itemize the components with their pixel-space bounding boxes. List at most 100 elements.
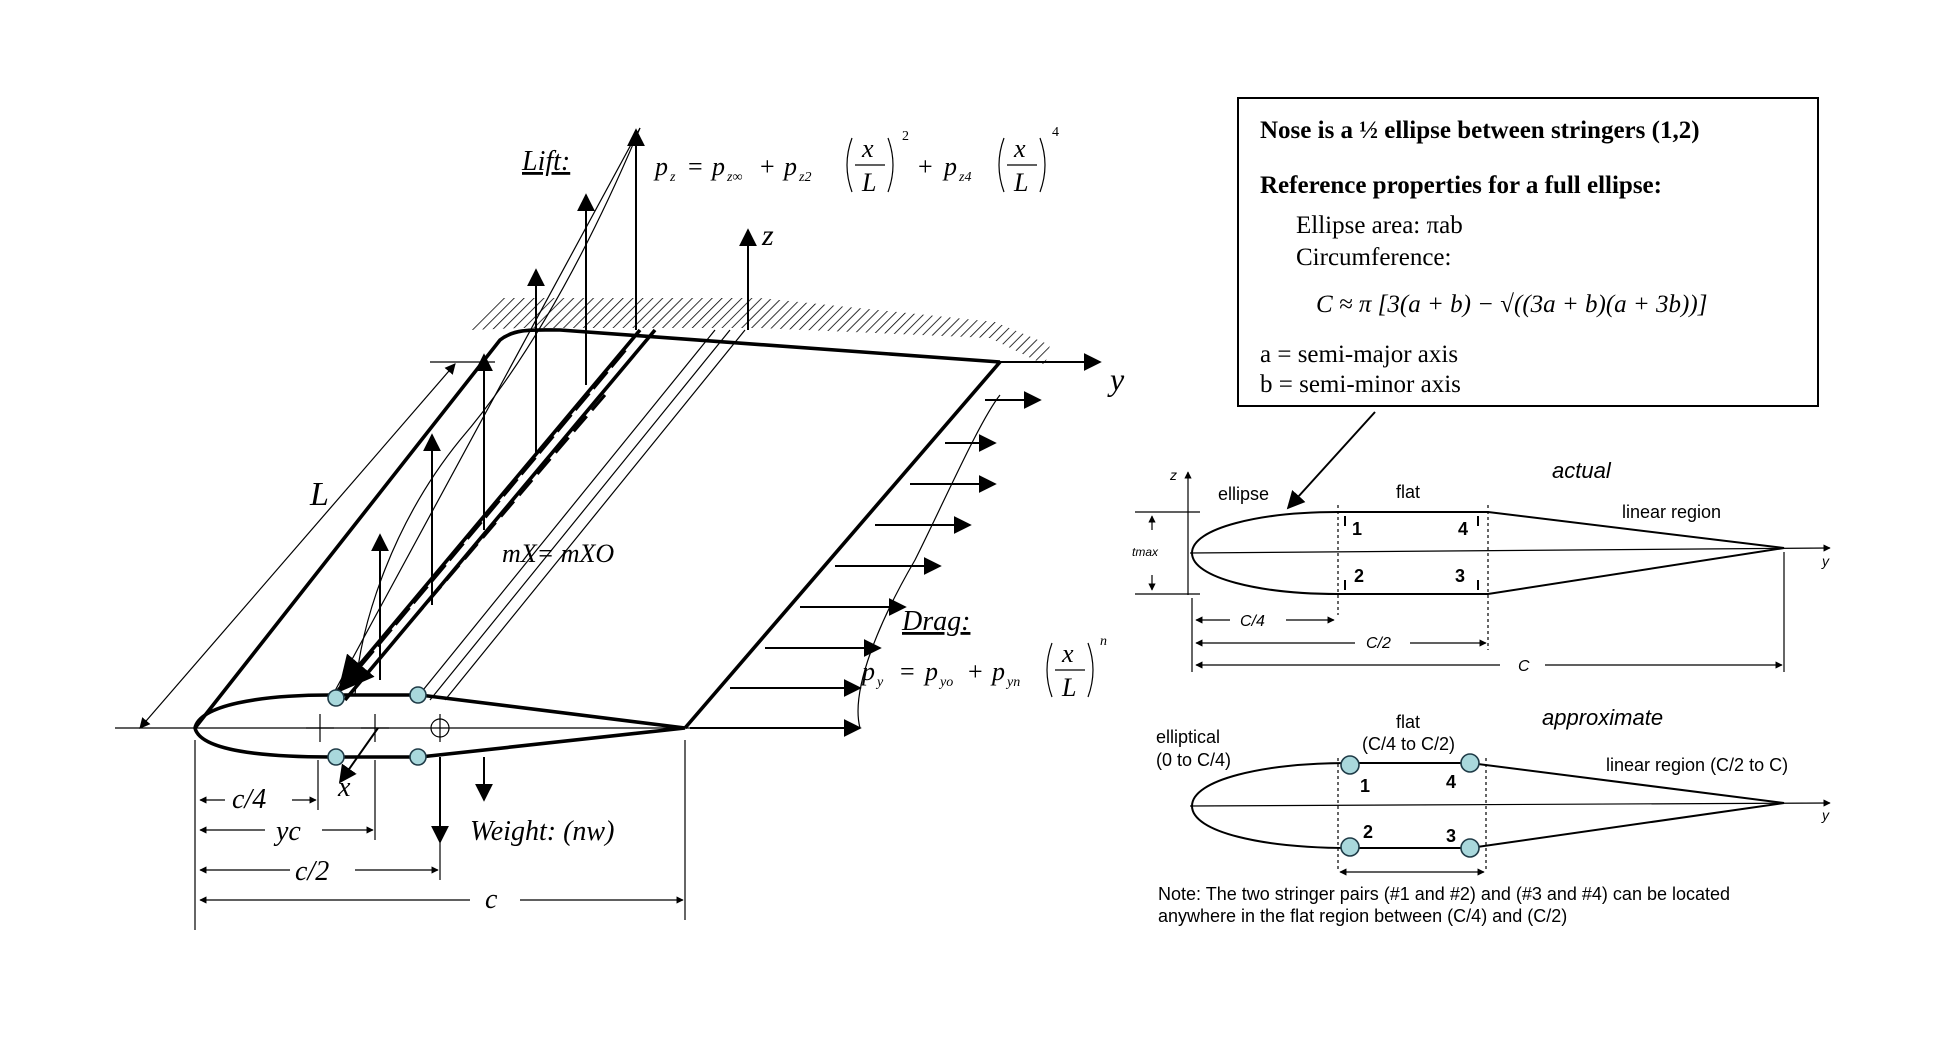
svg-text:=: = (900, 657, 915, 686)
weight-label: Weight: (nw) (470, 816, 614, 847)
info-line-4: Circumference: (1296, 244, 1451, 271)
approx-elliptical-range: (0 to C/4) (1156, 750, 1231, 770)
svg-text:4: 4 (1052, 125, 1059, 140)
pointer-arrow (1286, 411, 1376, 510)
info-formula: C ≈ π [3(a + b) − √((3a + b)(a + 3b))] (1316, 291, 1707, 318)
info-line-1: Nose is a ½ ellipse between stringers (1… (1260, 117, 1700, 144)
dim-c-label: c (485, 884, 498, 915)
info-box: Nose is a ½ ellipse between stringers (1… (1237, 97, 1819, 407)
svg-text:3: 3 (1455, 566, 1465, 586)
approx-elliptical-label: elliptical (1156, 727, 1220, 747)
actual-ellipse-label: ellipse (1218, 484, 1269, 504)
approximate-section: approximate elliptical (0 to C/4) flat (… (1156, 705, 1831, 876)
x-axis-label: x (337, 772, 351, 803)
length-label: L (309, 476, 329, 513)
note-line-2: anywhere in the flat region between (C/4… (1158, 906, 1567, 926)
svg-text:p: p (923, 657, 938, 686)
svg-text:z2: z2 (798, 170, 811, 185)
svg-text:x: x (1061, 639, 1074, 668)
svg-text:4: 4 (1446, 772, 1456, 792)
drag-arrows (730, 391, 1042, 697)
dim-c2-label: c/2 (295, 856, 329, 887)
info-line-3: Ellipse area: πab (1296, 212, 1463, 239)
dim-c4-label: c/4 (232, 784, 266, 815)
svg-text:yo: yo (938, 675, 953, 690)
length-dim-line (139, 363, 456, 729)
actual-tmax-label: tmax (1132, 545, 1159, 559)
moment-arrow-1 (337, 348, 627, 693)
chord-dimensions (194, 740, 686, 930)
moment-label: mX= mXO (502, 539, 614, 568)
x-axis (338, 727, 379, 784)
root-wall-hatch (470, 298, 1050, 365)
approx-stringer-1 (1340, 755, 1360, 775)
svg-text:y: y (875, 675, 884, 690)
svg-text:2: 2 (1354, 566, 1364, 586)
svg-text:z: z (669, 170, 676, 185)
actual-flat-label: flat (1396, 482, 1420, 502)
svg-text:1: 1 (1352, 519, 1362, 539)
lift-envelope (354, 127, 641, 696)
svg-text:p: p (710, 152, 725, 181)
svg-text:1: 1 (1360, 776, 1370, 796)
drag-label: Drag: (901, 606, 970, 637)
svg-text:p: p (653, 152, 668, 181)
info-line-2: Reference properties for a full ellipse: (1260, 172, 1662, 199)
svg-text:yn: yn (1005, 675, 1020, 690)
actual-airfoil (1190, 511, 1785, 595)
svg-text:L: L (1061, 673, 1076, 702)
info-line-6: b = semi-minor axis (1260, 371, 1461, 398)
svg-text:p: p (942, 152, 957, 181)
info-line-5: a = semi-major axis (1260, 341, 1458, 368)
approx-stringer-3 (1460, 838, 1480, 858)
note-line-1: Note: The two stringer pairs (#1 and #2)… (1158, 884, 1730, 904)
svg-text:x: x (1013, 134, 1026, 163)
svg-text:+: + (918, 152, 933, 181)
approx-title: approximate (1542, 705, 1663, 730)
svg-text:p: p (782, 152, 797, 181)
moment-arrow-2 (393, 394, 607, 641)
lift-label: Lift: (521, 146, 570, 177)
wing-stringer-3 (409, 748, 427, 766)
svg-text:p: p (990, 657, 1005, 686)
svg-text:z4: z4 (958, 170, 971, 185)
actual-stringers: 1 2 3 4 (1344, 516, 1479, 590)
approx-linear-label: linear region (C/2 to C) (1606, 755, 1788, 775)
svg-text:4: 4 (1458, 519, 1468, 539)
actual-z-label: z (1169, 467, 1177, 483)
svg-text:2: 2 (1363, 822, 1373, 842)
wing-stringer-2 (327, 748, 345, 766)
z-axis-label: z (761, 219, 774, 252)
svg-text:+: + (968, 657, 983, 686)
wing-3d: Lift: Drag: Weight: (nw) z y x L mX= mXO… (115, 125, 1125, 930)
actual-y-label: y (1821, 553, 1830, 569)
lift-equation: p z = p z∞ + p z2 x L 2 + p z4 x L 4 (653, 125, 1059, 197)
svg-text:=: = (688, 152, 703, 181)
section-markers (306, 714, 450, 742)
svg-text:L: L (861, 168, 876, 197)
approx-stringer-labels: 1 2 3 4 (1360, 772, 1456, 846)
svg-text:z∞: z∞ (726, 170, 742, 185)
svg-text:2: 2 (902, 129, 909, 144)
wing-leading-edge (193, 328, 1001, 730)
svg-text:p: p (860, 657, 875, 686)
dim-yc-label: yc (273, 816, 301, 847)
actual-title: actual (1552, 458, 1612, 483)
actual-dim-c: C (1518, 658, 1530, 675)
actual-linear-label: linear region (1622, 502, 1721, 522)
y-axis-label: y (1107, 361, 1125, 397)
svg-text:L: L (1013, 168, 1028, 197)
approx-stringer-2 (1340, 837, 1360, 857)
actual-dim-c4: C/4 (1240, 613, 1265, 630)
svg-text:3: 3 (1446, 826, 1456, 846)
approx-airfoil (1190, 762, 1785, 849)
wing-stringer-1 (327, 689, 345, 707)
actual-dim-c2: C/2 (1366, 635, 1391, 652)
wing-trailing-edge (683, 360, 1002, 730)
approx-stringer-4 (1460, 753, 1480, 773)
lift-eq-decor (846, 137, 1046, 193)
drag-eq-decor (1046, 642, 1094, 698)
svg-text:+: + (760, 152, 775, 181)
wing-stringer-4 (409, 686, 427, 704)
